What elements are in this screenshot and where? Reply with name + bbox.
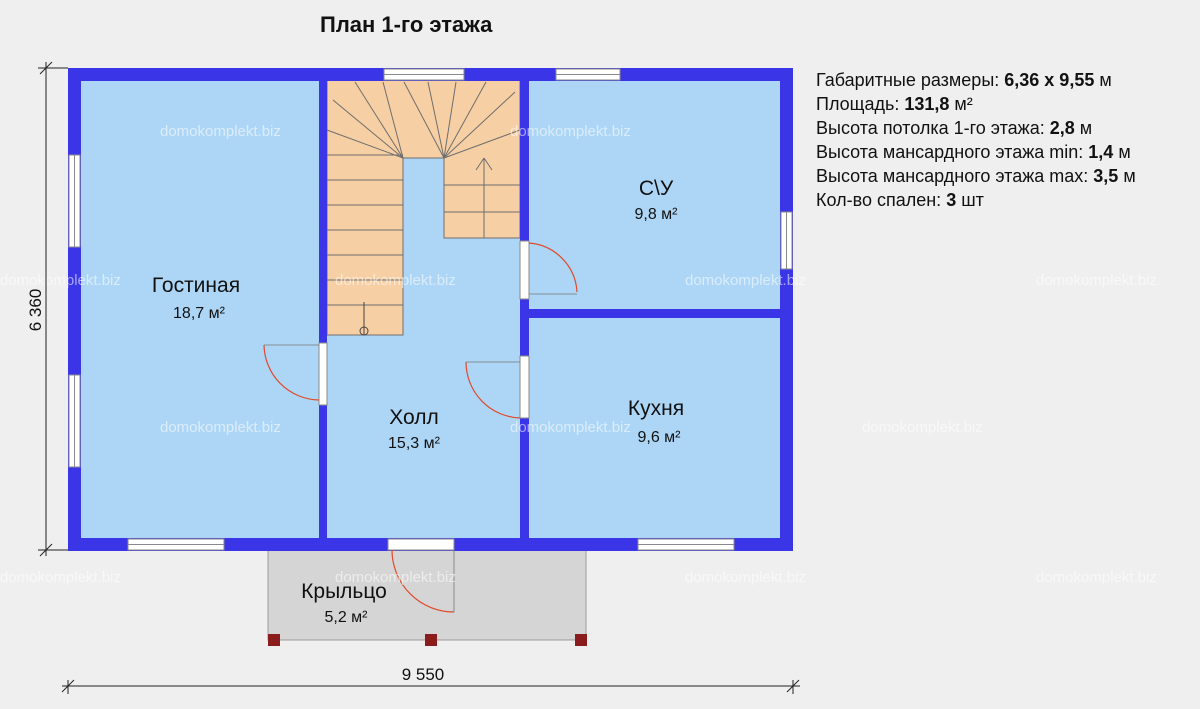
watermark: domokomplekt.biz: [0, 569, 121, 586]
spec-line: Высота потолка 1-го этажа: 2,8 м: [816, 118, 1093, 138]
page-title: План 1-го этажа: [320, 12, 493, 37]
watermark: domokomplekt.biz: [160, 419, 281, 436]
room-area-bath: 9,8 м²: [634, 206, 678, 223]
wall-hall-rooms: [520, 80, 529, 540]
watermark: domokomplekt.biz: [1036, 569, 1157, 586]
watermark: domokomplekt.biz: [862, 419, 983, 436]
door-swing-entrance: [391, 549, 455, 613]
room-living: [81, 80, 319, 538]
porch-post: [575, 634, 587, 646]
dimension-lines: [38, 61, 800, 694]
spec-line: Высота мансардного этажа max: 3,5 м: [816, 166, 1136, 186]
porch-floor: [267, 549, 587, 641]
door-swing-living: [263, 344, 320, 401]
porch-post: [268, 634, 280, 646]
watermarks: domokomplekt.biz domokomplekt.biz domoko…: [0, 123, 1157, 586]
spec-line: Площадь: 131,8 м²: [816, 94, 973, 114]
watermark: domokomplekt.biz: [335, 272, 456, 289]
door-openings: [318, 240, 530, 551]
door-swing-kitchen: [465, 361, 521, 419]
door-swings: [263, 242, 578, 613]
room-labels: Гостиная 18,7 м² Холл 15,3 м² С\У 9,8 м²…: [152, 177, 684, 626]
spec-line: Кол-во спален: 3 шт: [816, 190, 984, 210]
wall-right: [780, 68, 793, 551]
room-name-kitchen: Кухня: [628, 397, 684, 420]
wall-living-hall: [319, 80, 327, 540]
specs-panel: Габаритные размеры: 6,36 х 9,55 м Площад…: [816, 68, 1136, 212]
room-kitchen: [529, 318, 780, 538]
room-name-bath: С\У: [639, 177, 674, 200]
room-name-hall: Холл: [389, 406, 439, 429]
dimension-label-width: 9 550: [402, 665, 445, 684]
room-name-porch: Крыльцо: [301, 580, 387, 603]
watermark: domokomplekt.biz: [510, 123, 631, 140]
room-area-kitchen: 9,6 м²: [637, 429, 681, 446]
watermark: domokomplekt.biz: [0, 272, 121, 289]
dimension-label-height: 6 360: [26, 289, 45, 332]
spec-line: Габаритные размеры: 6,36 х 9,55 м: [816, 70, 1112, 90]
wall-bath-kitchen: [529, 309, 781, 318]
door-swing-bath: [528, 242, 578, 293]
watermark: domokomplekt.biz: [685, 272, 806, 289]
wall-left: [68, 68, 81, 551]
room-area-living: 18,7 м²: [173, 305, 226, 322]
watermark: domokomplekt.biz: [685, 569, 806, 586]
room-area-porch: 5,2 м²: [324, 609, 368, 626]
porch-post: [425, 634, 437, 646]
window-frames: [74, 74, 787, 545]
spec-line: Высота мансардного этажа min: 1,4 м: [816, 142, 1131, 162]
room-area-hall: 15,3 м²: [388, 435, 441, 452]
watermark: domokomplekt.biz: [510, 419, 631, 436]
watermark: domokomplekt.biz: [335, 569, 456, 586]
stair-start-marker: [359, 326, 369, 336]
watermark: domokomplekt.biz: [1036, 272, 1157, 289]
watermark: domokomplekt.biz: [160, 123, 281, 140]
room-name-living: Гостиная: [152, 274, 240, 297]
